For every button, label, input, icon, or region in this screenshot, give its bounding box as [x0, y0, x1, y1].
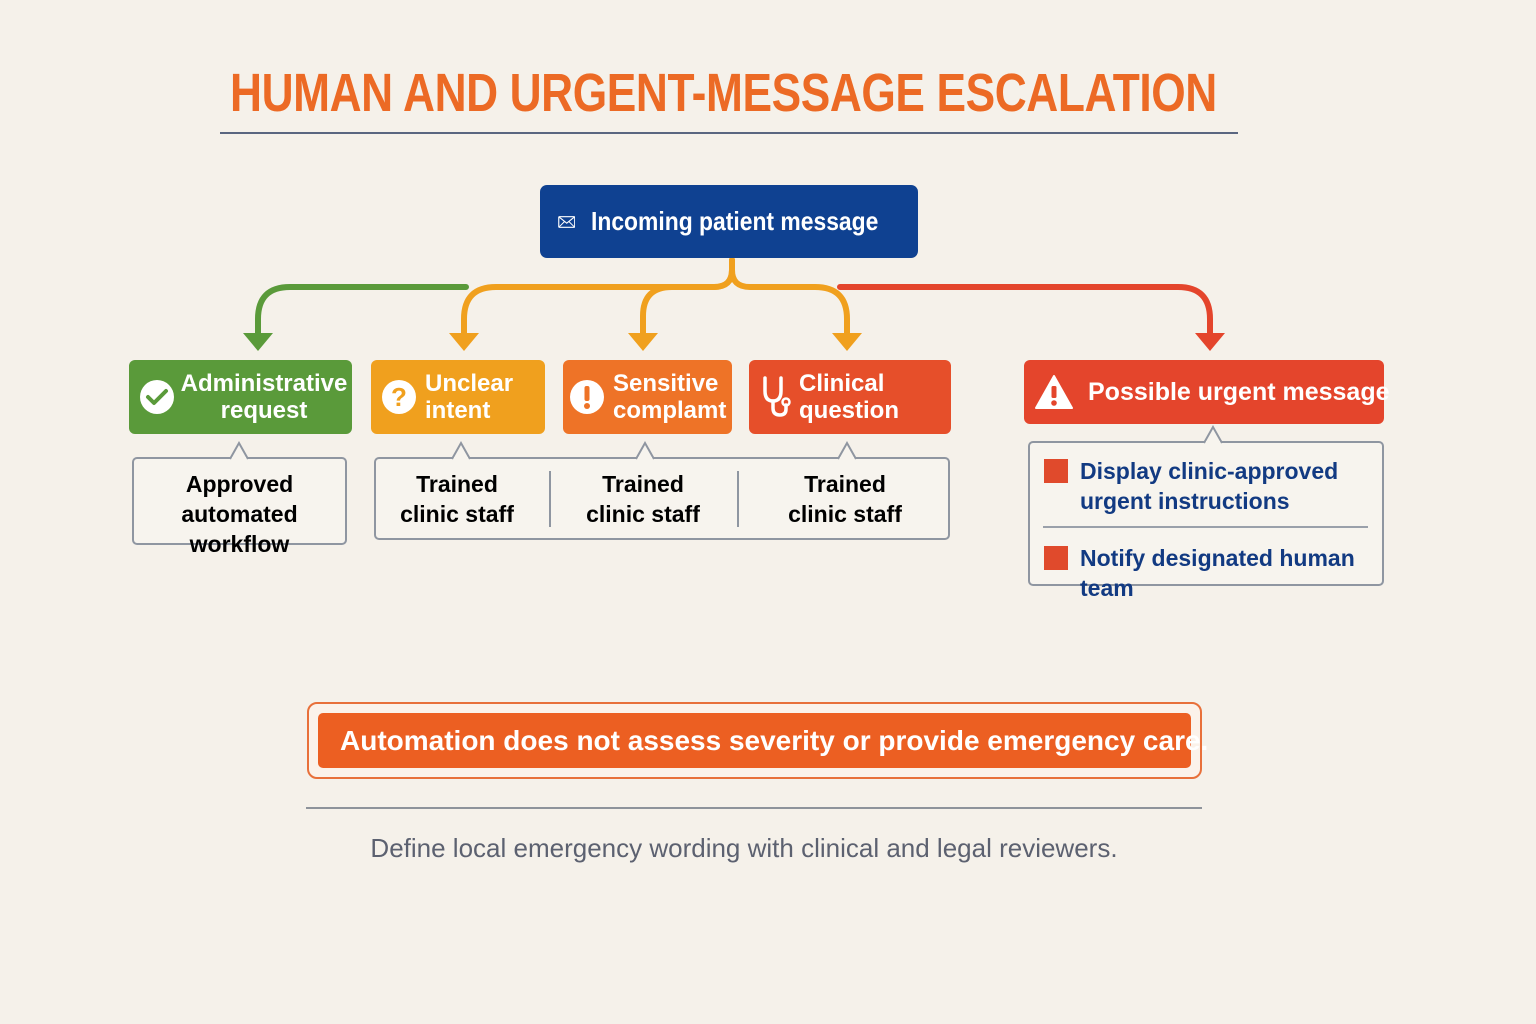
- category-administrative: Administrative request: [129, 360, 352, 434]
- outcome-staff-sensitive: Trained clinic staff: [586, 471, 700, 527]
- incoming-message-label: Incoming patient message: [591, 206, 879, 236]
- connector-urgent: [837, 284, 1213, 338]
- arrowhead-sensitive: [628, 333, 658, 351]
- pointer-notch: [837, 440, 857, 460]
- category-urgent-label: Possible urgent message: [1088, 377, 1390, 406]
- title-underline: [220, 132, 1238, 134]
- outcome-staff-box: [374, 457, 950, 540]
- exclamation-circle-icon: [570, 380, 604, 414]
- stethoscope-icon: [763, 376, 791, 417]
- pointer-notch: [635, 440, 655, 460]
- outcome-staff-clinical: Trained clinic staff: [788, 471, 902, 527]
- pointer-notch: [451, 440, 471, 460]
- question-circle-icon: ?: [382, 380, 416, 414]
- red-square-icon: [1044, 459, 1068, 483]
- page-title: HUMAN AND URGENT-MESSAGE ESCALATION: [230, 63, 1217, 123]
- footnote: Define local emergency wording with clin…: [370, 833, 1118, 863]
- arrowhead-admin: [243, 333, 273, 351]
- category-sensitive: Sensitive complamt: [563, 360, 732, 434]
- outcome-divider: [737, 471, 739, 527]
- pointer-notch: [229, 440, 249, 460]
- category-administrative-label: Administrative request: [180, 370, 348, 424]
- arrowhead-clinical: [832, 333, 862, 351]
- envelope-icon: [558, 215, 576, 228]
- urgent-action-item: Display clinic-approved urgent instructi…: [1044, 456, 1374, 516]
- urgent-divider: [1043, 526, 1368, 528]
- connector-admin: [255, 284, 469, 338]
- disclaimer-banner: Automation does not assess severity or p…: [318, 713, 1208, 768]
- warning-triangle-icon: [1035, 375, 1073, 409]
- red-square-icon: [1044, 546, 1068, 570]
- category-unclear: ? Unclear intent: [371, 360, 545, 434]
- footer-divider: [306, 807, 1202, 809]
- outcome-admin-label: Approved automated workflow: [181, 471, 298, 557]
- outcome-urgent-box: [1028, 441, 1384, 586]
- pointer-notch: [1203, 424, 1223, 444]
- svg-text:?: ?: [391, 382, 407, 412]
- category-unclear-label: Unclear intent: [425, 370, 514, 424]
- outcome-admin-box: [132, 457, 347, 545]
- outcome-divider: [549, 471, 551, 527]
- arrowhead-unclear: [449, 333, 479, 351]
- category-clinical: Clinical question: [749, 360, 951, 434]
- outcome-staff-unclear: Trained clinic staff: [400, 471, 514, 527]
- connector-clinical: [729, 257, 850, 338]
- arrowhead-urgent: [1195, 333, 1225, 351]
- category-sensitive-label: Sensitive complamt: [613, 370, 727, 424]
- urgent-action-notify: Notify designated human team: [1080, 545, 1355, 601]
- urgent-action-display: Display clinic-approved urgent instructi…: [1080, 458, 1339, 514]
- incoming-message-node: Incoming patient message: [540, 185, 918, 258]
- check-circle-icon: [140, 380, 174, 414]
- urgent-action-item: Notify designated human team: [1044, 543, 1374, 603]
- category-clinical-label: Clinical question: [799, 370, 899, 424]
- category-urgent: Possible urgent message: [1024, 360, 1390, 424]
